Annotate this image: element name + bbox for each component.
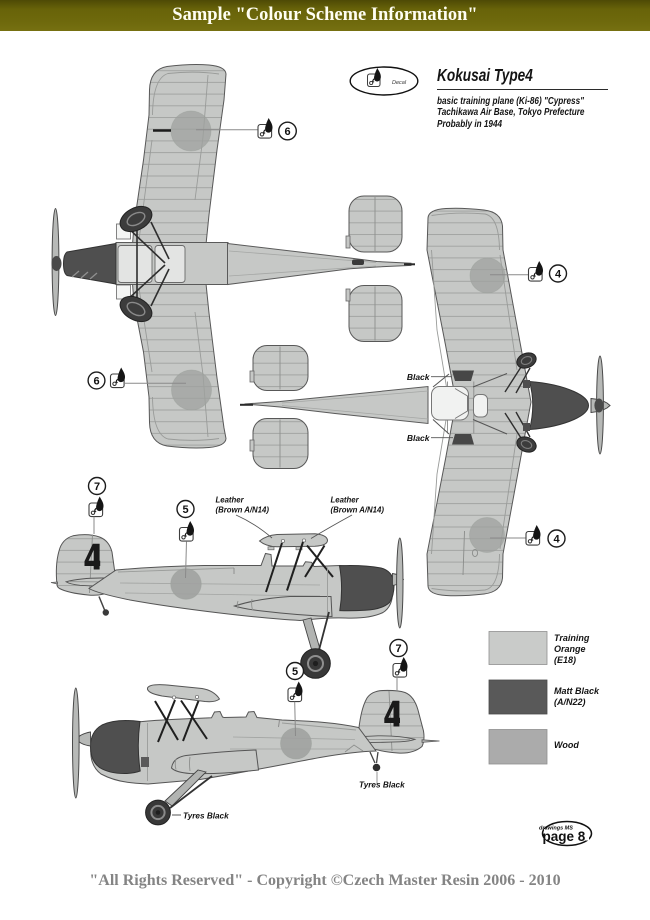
svg-text:Decal: Decal (392, 80, 407, 86)
svg-text:Leather: Leather (216, 496, 245, 505)
svg-text:Leather: Leather (331, 496, 360, 505)
svg-text:6: 6 (284, 126, 290, 138)
svg-text:7: 7 (94, 481, 100, 493)
svg-text:(Brown A/N14): (Brown A/N14) (216, 506, 270, 515)
svg-text:7: 7 (395, 643, 401, 655)
svg-text:(Brown A/N14): (Brown A/N14) (331, 506, 385, 515)
svg-text:4: 4 (553, 534, 560, 546)
svg-text:Tyres Black: Tyres Black (183, 812, 229, 821)
svg-text:4: 4 (555, 269, 562, 281)
svg-text:page 8: page 8 (543, 829, 586, 844)
svg-text:drawings MS: drawings MS (539, 826, 573, 832)
svg-text:5: 5 (292, 666, 298, 678)
svg-text:6: 6 (93, 376, 99, 388)
svg-text:Tyres Black: Tyres Black (359, 781, 405, 790)
svg-text:5: 5 (182, 504, 188, 516)
svg-text:Black: Black (407, 433, 431, 443)
svg-text:Black: Black (407, 372, 431, 382)
